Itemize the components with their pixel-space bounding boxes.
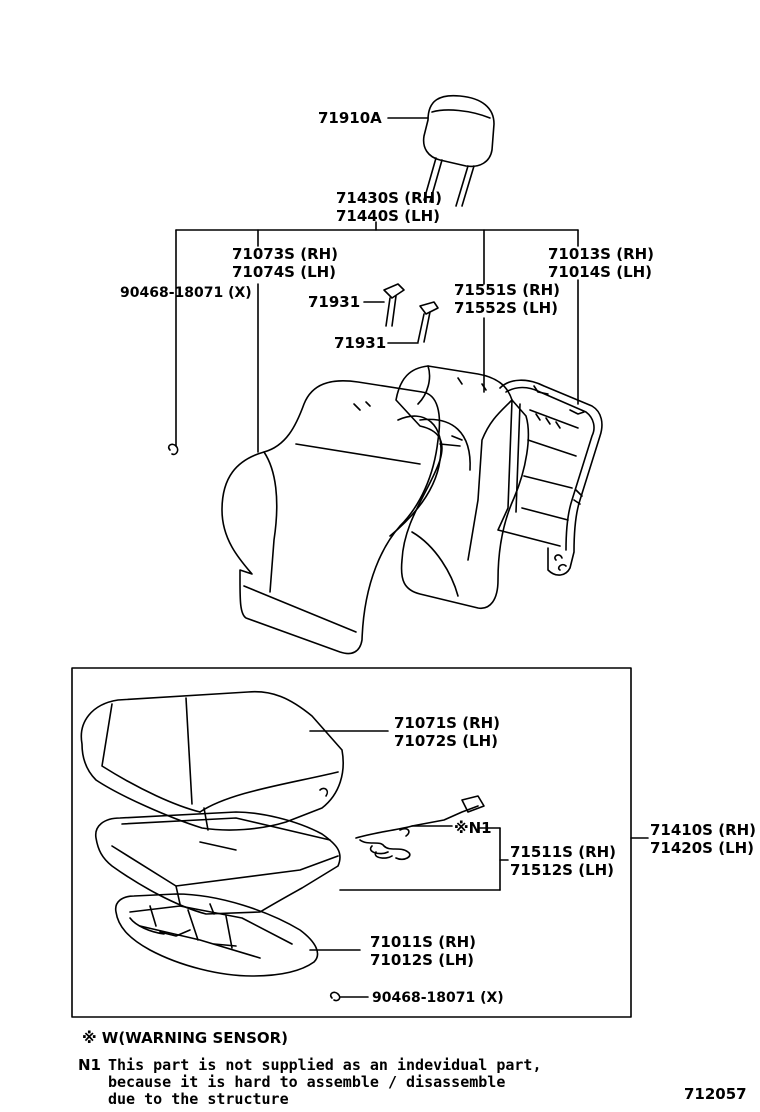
figure-number: 712057 (684, 1085, 747, 1103)
seatback-cover-drawing (221, 380, 442, 655)
legend-warning-sensor: ※ W(WARNING SENSOR) (82, 1029, 289, 1047)
label-back-cover-rh: 71073S (RH) (232, 245, 338, 263)
note-n1-line2: because it is hard to assemble / disasse… (108, 1073, 506, 1091)
label-support-rh: 71430S (RH) (336, 189, 442, 207)
label-cushion-frame-rh: 71011S (RH) (370, 933, 476, 951)
cushion-frame-drawing (114, 893, 361, 977)
label-cushion-cover-rh: 71071S (RH) (394, 714, 500, 732)
label-cushion-frame-lh: 71012S (LH) (370, 951, 474, 969)
cushion-cover-drawing (80, 690, 389, 831)
hog-ring-bottom-icon (329, 991, 341, 1002)
label-cushion-cover-lh: 71072S (LH) (394, 732, 498, 750)
cushion-assembly-box (71, 667, 632, 1018)
label-cushion-pad-lh: 71512S (LH) (510, 861, 614, 879)
guide-drawing (363, 283, 439, 344)
label-headrest: 71910A (318, 109, 382, 127)
cushion-pad-drawing (95, 811, 341, 915)
label-back-cover-lh: 71074S (LH) (232, 263, 336, 281)
label-guide-1: 71931 (308, 293, 360, 311)
label-back-pad-rh: 71551S (RH) (454, 281, 560, 299)
label-back-frame-lh: 71014S (LH) (548, 263, 652, 281)
label-hog-ring-bottom: 90468-18071 (X) (372, 990, 504, 1006)
label-support-lh: 71440S (LH) (336, 207, 440, 225)
label-back-pad-lh: 71552S (LH) (454, 299, 558, 317)
label-cushion-pad-rh: 71511S (RH) (510, 843, 616, 861)
hog-ring-icon (167, 443, 179, 456)
label-back-frame-rh: 71013S (RH) (548, 245, 654, 263)
leader-cushion-pad (339, 827, 509, 891)
headrest-drawing (422, 94, 495, 207)
seatback-pad-drawing (395, 365, 530, 609)
label-cushion-assy-rh: 71410S (RH) (650, 821, 756, 839)
sensor-wiring-drawing (355, 795, 485, 861)
note-n1-line1: This part is not supplied as an indevidu… (108, 1056, 542, 1074)
note-n1-key: N1 (78, 1056, 101, 1074)
label-guide-2: 71931 (334, 334, 386, 352)
bracket-lines (175, 221, 579, 453)
label-n1: ※N1 (454, 819, 492, 837)
label-hog-ring-top: 90468-18071 (X) (120, 285, 252, 301)
note-n1-line3: due to the structure (108, 1090, 289, 1108)
label-cushion-assy-lh: 71420S (LH) (650, 839, 754, 857)
seatback-frame-drawing (497, 379, 603, 576)
